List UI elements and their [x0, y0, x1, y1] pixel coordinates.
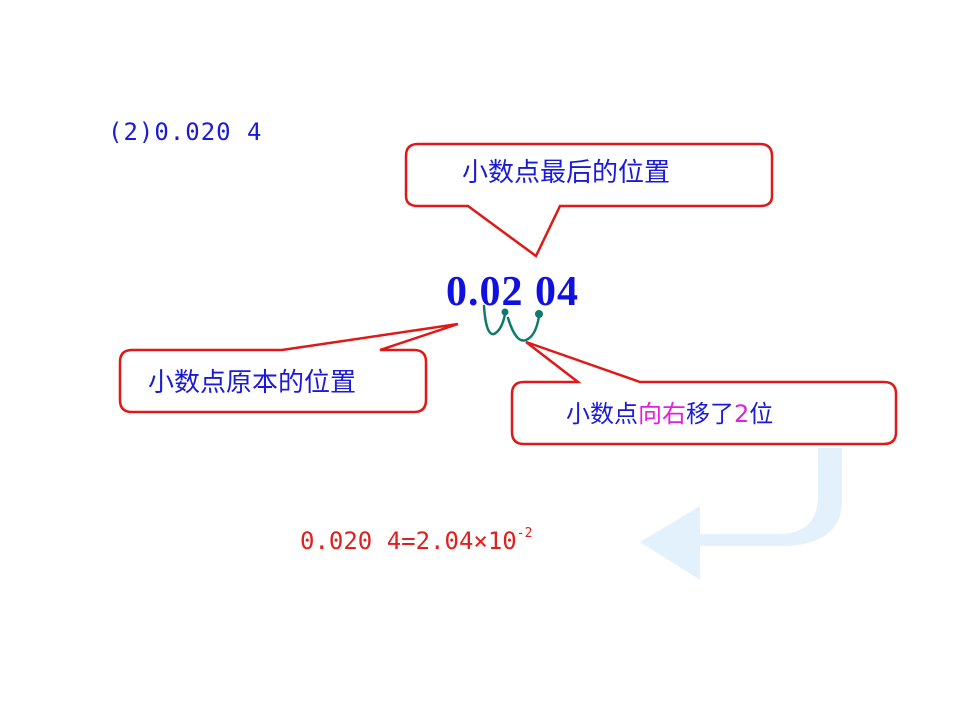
moved-prefix: 小数点	[566, 400, 638, 428]
result-lhs: 0.020 4=2.04×10	[300, 527, 517, 555]
hop-arrow-head-1	[501, 308, 509, 316]
hop-arrow-2	[506, 314, 541, 342]
hop-arrow-head-2	[535, 310, 543, 318]
callout-original-position-text: 小数点原本的位置	[148, 368, 357, 398]
hop-arrow-1	[482, 304, 507, 336]
result-equation: 0.020 4=2.04×10-2	[300, 526, 532, 555]
moved-middle: 移了	[686, 400, 734, 428]
hop-arrows	[482, 304, 541, 342]
callout-left-bubble	[118, 322, 459, 414]
moved-suffix: 位	[749, 400, 774, 428]
return-arrow	[640, 448, 842, 580]
callout-top-bubble	[404, 142, 774, 258]
moved-count: 2	[734, 400, 750, 428]
callout-right-bubble	[510, 340, 898, 446]
result-exponent: -2	[516, 526, 533, 541]
number-display: 0.02 04	[446, 269, 579, 315]
problem-label: (2)0.020 4	[108, 118, 263, 146]
callout-final-position-text: 小数点最后的位置	[462, 158, 671, 188]
moved-direction: 向右	[638, 400, 686, 428]
callout-moved-text: 小数点向右移了2位	[566, 394, 773, 429]
